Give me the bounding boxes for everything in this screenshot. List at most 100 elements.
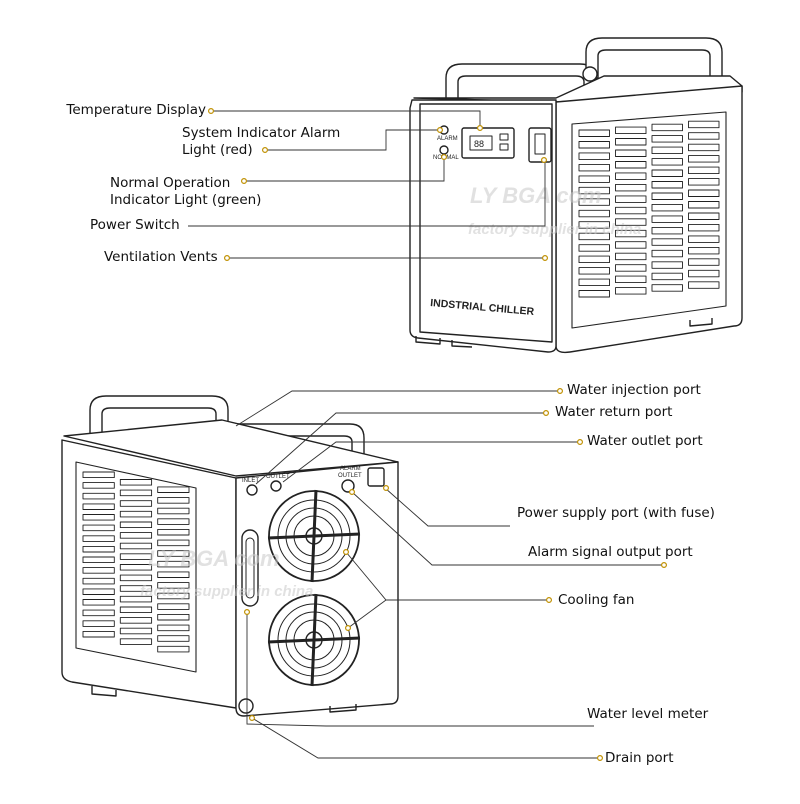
vent-slot [157,497,190,504]
vent-slot [119,510,153,518]
vent-slot [651,261,683,269]
vent-slot [578,141,610,149]
vent-slot [688,143,720,152]
rear-chiller-unit [61,395,399,717]
vent-slot [119,574,153,582]
vent-slot [688,269,720,278]
vent-slot [688,201,720,209]
label-cooling-fan: Cooling fan [558,592,635,608]
vent-slot [119,617,153,624]
vent-slot [82,524,115,532]
vent-slot [82,545,115,553]
vent-slot [688,246,720,255]
vent-slot [82,503,115,510]
vent-slot [651,203,683,212]
rear-label-alarm-outlet-1: ALARM [340,466,361,472]
vent-slot [157,624,190,632]
vent-slot [688,235,720,243]
vent-slot [157,528,190,536]
vent-slot [119,553,153,560]
label-water-injection-port: Water injection port [567,382,701,398]
vent-slot [615,138,647,146]
label-alarm-signal-output-port: Alarm signal output port [528,544,693,560]
vent-slot [157,486,190,493]
vent-slot [651,135,683,143]
vent-slot [651,123,683,132]
vent-slot [578,221,610,229]
label-temperature-display: Temperature Display [66,102,206,118]
vent-slot [82,514,115,521]
vent-slot [615,183,647,192]
vent-slot [651,284,683,292]
watermark-brand-1: LY BGA com [470,183,602,208]
vent-slot [578,290,610,298]
vent-slot [578,255,610,264]
display-digits: 88 [474,139,484,149]
rear-label-outlet: OUTLET [266,474,290,480]
cooling-fan-top [267,489,361,583]
vent-slot [578,186,610,195]
vent-slot [651,249,683,258]
vent-slot [157,507,190,515]
vent-slot [157,603,190,610]
label-normal-operation-light: Normal Operation Indicator Light (green) [110,175,262,208]
vent-slot [651,215,683,223]
panel-label-alarm: ALARM [437,136,458,142]
vent-slot [615,229,647,238]
vent-slot [688,132,720,140]
vent-slot [651,146,683,155]
vent-slot [615,172,647,180]
vent-slot [615,287,647,295]
vent-slot [578,209,610,218]
label-water-outlet-port: Water outlet port [587,433,703,449]
vent-slot [82,535,115,542]
vent-slot [615,218,647,226]
vent-slot [157,613,190,621]
vent-slot [157,582,190,589]
vent-slot [82,620,115,627]
vent-slot [651,158,683,166]
vent-slot [651,226,683,235]
vent-slot [119,606,153,614]
vent-slot [651,272,683,281]
watermark-brand-2: LY BGA com [148,546,280,571]
watermark-tagline-2: factory supplier in china [140,583,313,600]
vent-slot [578,175,610,183]
outlet-port [270,480,282,492]
inlet-port [246,484,258,496]
label-drain-port: Drain port [605,750,674,766]
vent-slot [157,550,190,557]
vent-slot [119,542,153,550]
vent-slot [651,192,683,200]
rear-label-alarm-outlet-2: OUTLET [338,473,362,479]
vent-slot [578,198,610,206]
vent-slot [651,181,683,189]
vent-slot [82,556,115,564]
vent-slot [157,518,190,525]
vent-slot [578,129,610,137]
label-power-switch: Power Switch [90,217,180,233]
vent-slot [688,155,720,163]
vent-slot [688,258,720,266]
vent-slot [615,195,647,203]
vent-slot [578,232,610,241]
vent-slot [688,212,720,220]
vent-slot [119,595,153,603]
vent-slot [578,244,610,252]
vent-slot [82,482,115,489]
cooling-fan-bottom [267,593,361,687]
vent-slot [688,120,720,129]
vent-slot [615,264,647,272]
alarm-outlet-port [341,479,355,493]
drain-valve [238,698,254,714]
vent-slot [157,592,190,600]
vent-slot [578,163,610,172]
vent-slot [157,571,190,578]
label-power-supply-port: Power supply port (with fuse) [517,505,715,521]
vent-slot [119,564,153,571]
vent-slot [578,278,610,287]
vent-slot [82,630,115,638]
vent-slot [615,241,647,249]
vent-slot [615,206,647,215]
